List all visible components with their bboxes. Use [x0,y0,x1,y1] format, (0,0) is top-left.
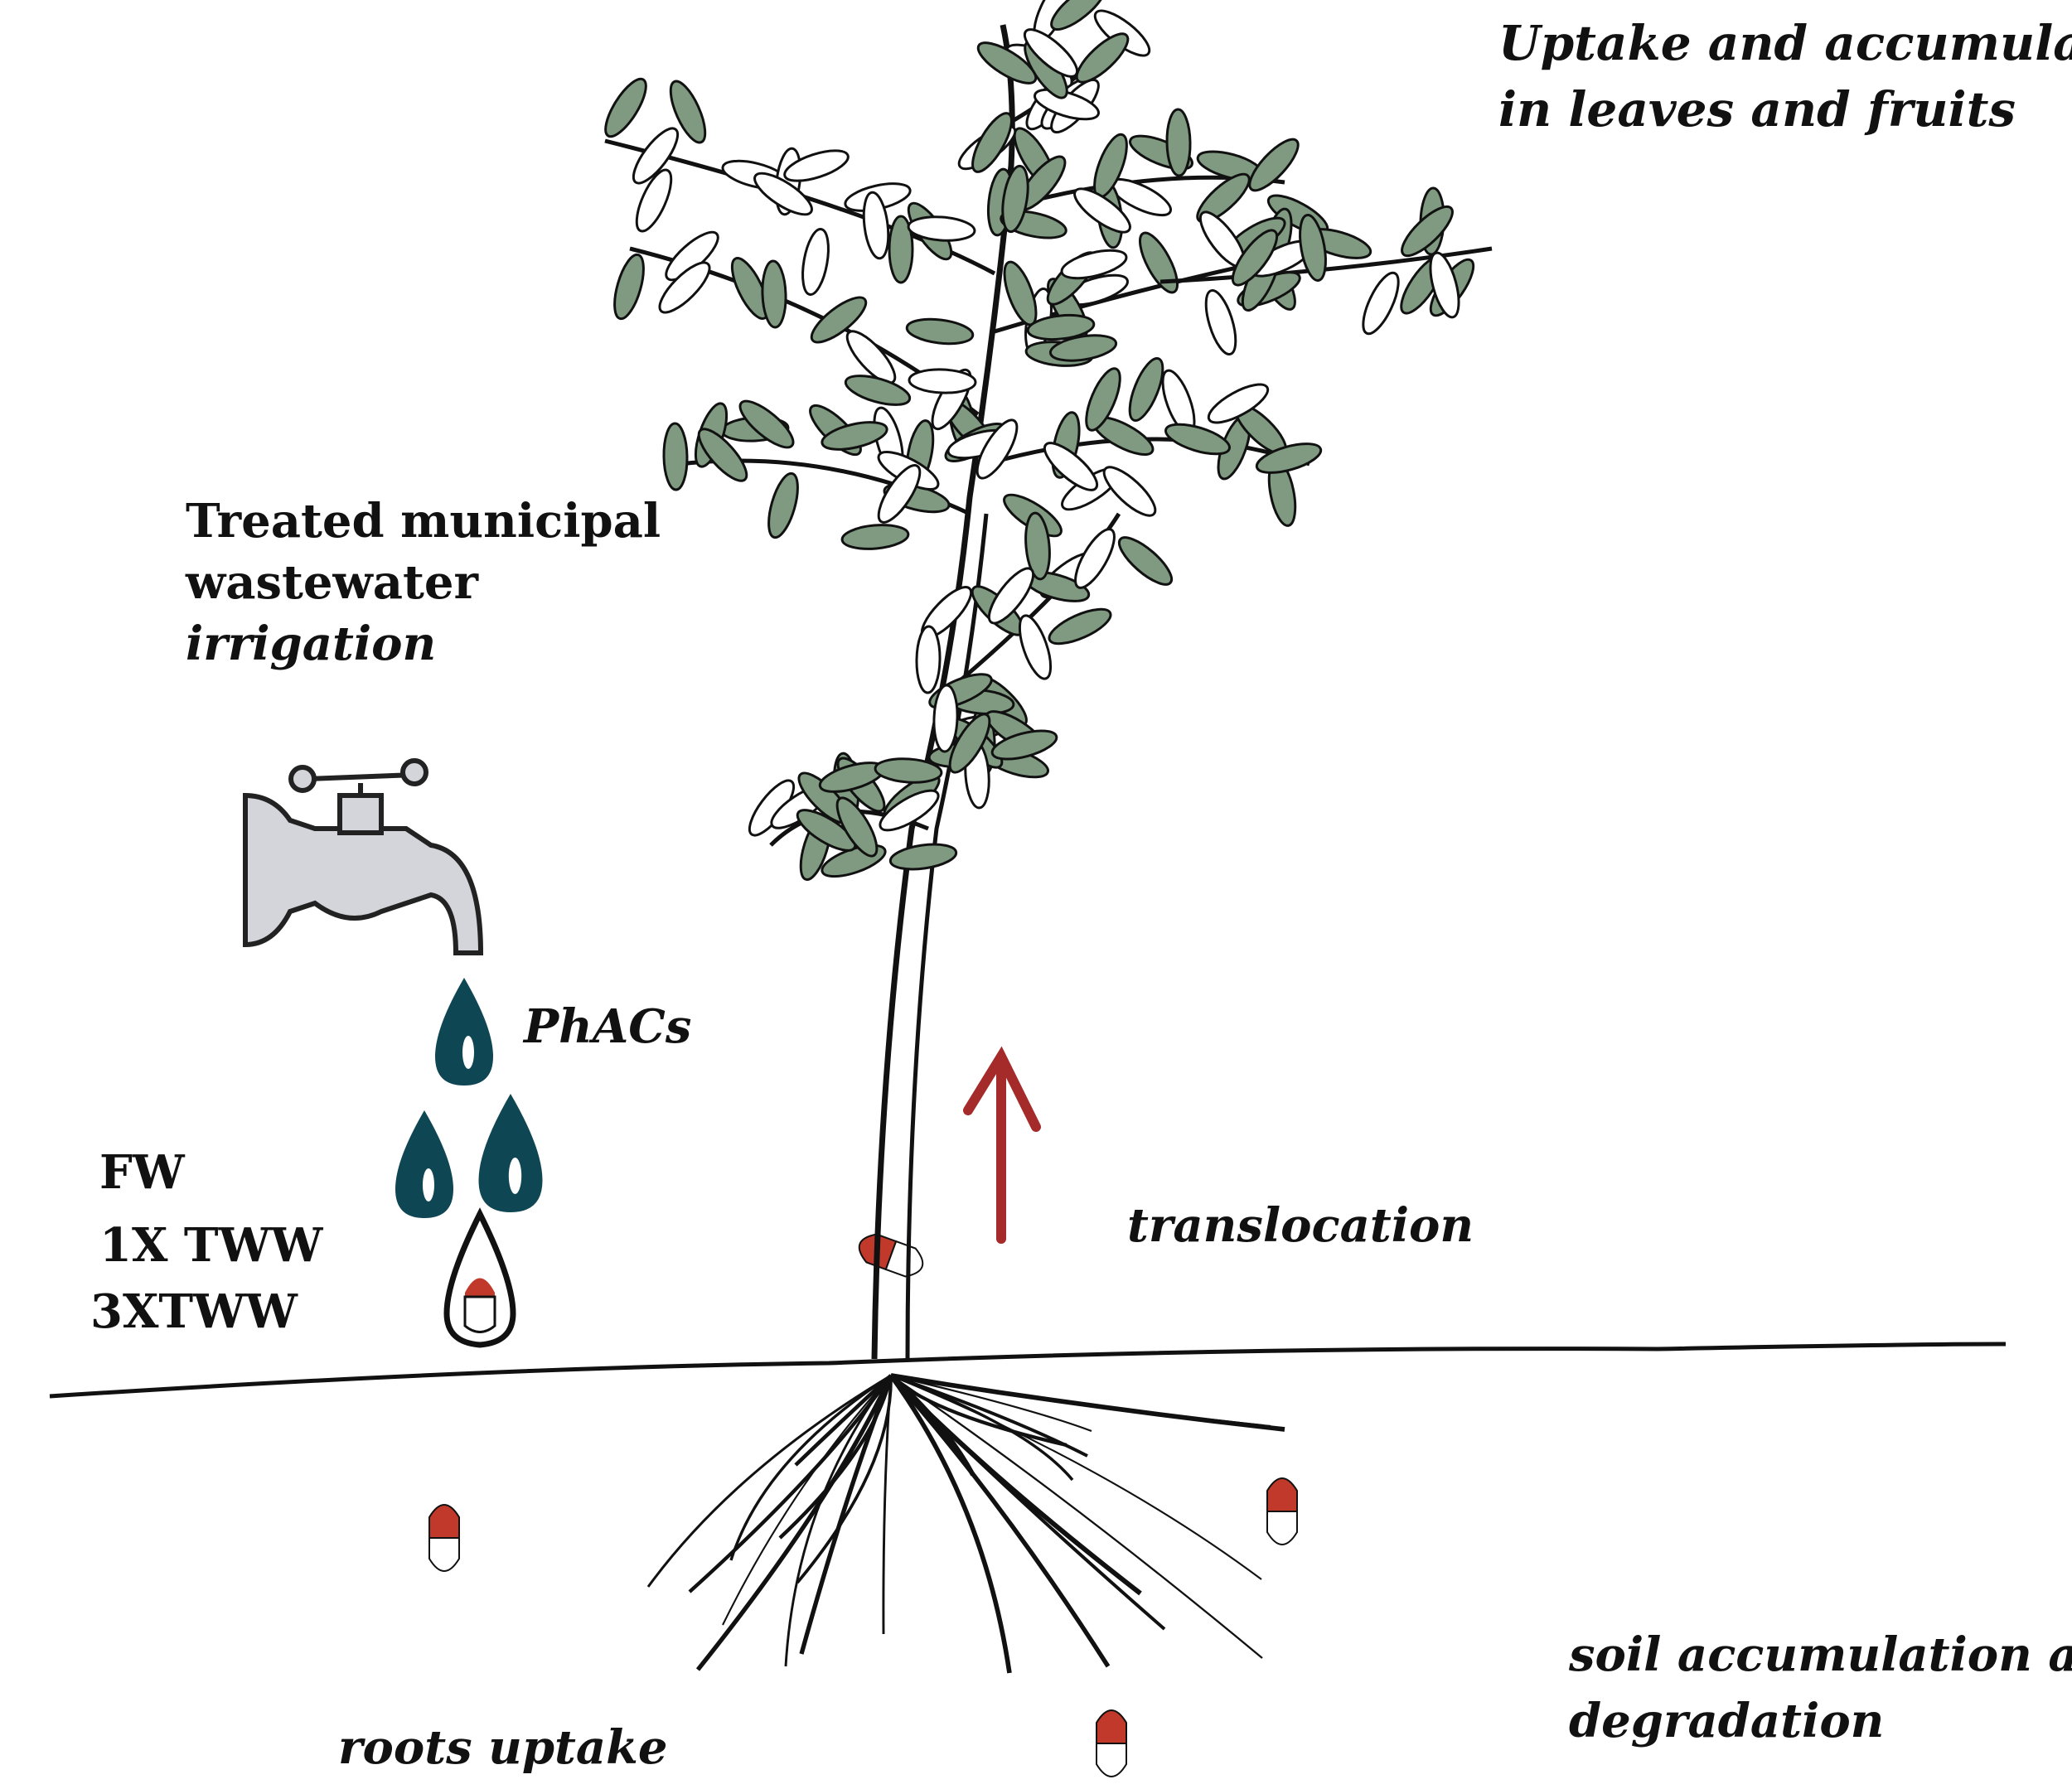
up-arrow-icon [963,1046,1041,1244]
leaf [1362,271,1400,336]
leaf [697,428,748,482]
leaf [801,228,830,296]
leaf [1196,172,1251,224]
leaf [1023,28,1079,78]
leaf [810,296,868,344]
label-soil-line2: degradation [1569,1694,1884,1748]
label-translocation: translocation [1127,1198,1474,1253]
leaf [1048,607,1112,645]
leaf [877,464,922,524]
roots-illustration [646,1373,1285,1674]
leaf [1165,108,1192,177]
olive-tree-illustration [604,0,1493,1360]
leaf [1207,383,1270,424]
leaf [990,729,1058,761]
label-fw: FW [99,1145,186,1200]
leaf [845,330,897,384]
leaf [915,625,942,694]
leaf [976,41,1038,85]
leaf [888,843,958,871]
leaf [783,149,850,182]
leaf [1074,528,1116,589]
leaf [1018,614,1053,680]
label-treated-line2: wastewater [185,555,480,610]
label-uptake-line1: Uptake and accumulation [1498,15,2072,71]
water-drop-icon [395,1110,453,1218]
leaf [975,418,1019,480]
leaf [1024,511,1051,581]
water-drop-icon [478,1094,543,1212]
pill-icon [858,1233,924,1278]
leaf [1050,0,1106,31]
leaf [840,524,910,550]
leaf [658,261,711,314]
label-soil-line1: soil accumulation and [1568,1627,2072,1682]
leaf [1231,229,1279,287]
leaf [821,421,888,451]
leaf [1073,187,1131,234]
label-phacs: PhACs [522,999,691,1054]
leaf [1401,205,1454,258]
leaf [908,368,977,394]
leaf [730,257,770,320]
label-1x-tww: 1X TWW [99,1218,323,1273]
label-uptake-line2: in leaves and fruits [1498,81,2016,138]
leaf [1164,423,1231,456]
leaf [1139,231,1179,294]
leaf [738,399,795,449]
leaf [632,127,680,185]
leaf [1117,536,1174,586]
leaf [669,80,707,144]
leaf [761,259,787,329]
leaf [844,375,912,406]
leaf [1204,289,1237,355]
leaf [1128,357,1164,422]
leaf [932,684,959,753]
leaf [888,215,914,284]
water-drop-icon [435,978,493,1085]
leaf [907,215,976,242]
leaf [1102,466,1157,517]
leaf [971,112,1013,173]
leaf [635,168,673,233]
label-roots-uptake: roots uptake [338,1720,668,1775]
leaf [1048,334,1118,362]
leaf [1085,367,1121,432]
leaf [767,471,799,539]
label-treated-line3: irrigation [186,616,436,671]
leaf [1299,214,1327,282]
leaf [604,77,647,138]
leaf [1075,32,1130,84]
leaf [1034,88,1100,121]
leaf [1026,313,1096,341]
leaf [879,789,940,832]
leaf [835,796,879,858]
leaf [662,422,689,491]
pill-in-drop-icon [443,1207,516,1348]
label-treated-line1: Treated municipal [186,494,661,549]
leaf [1255,442,1323,474]
pill-icon [1266,1477,1298,1545]
leaf [1429,251,1460,319]
label-3x-tww: 3XTWW [90,1284,298,1339]
leaf [1060,249,1128,280]
leaf [613,253,645,321]
leaf [753,172,813,216]
leaf [948,713,991,774]
leaf [987,567,1035,625]
leaf [1001,164,1029,234]
leaf [1248,138,1300,192]
leaf [862,191,890,260]
leaf [874,757,943,784]
leaf [796,809,857,852]
pill-icon [428,1504,460,1572]
ground-line [49,1342,2007,1399]
faucet-icon [243,758,484,955]
pill-icon [1096,1709,1127,1777]
leaf [905,317,975,346]
leaf [1043,442,1099,491]
